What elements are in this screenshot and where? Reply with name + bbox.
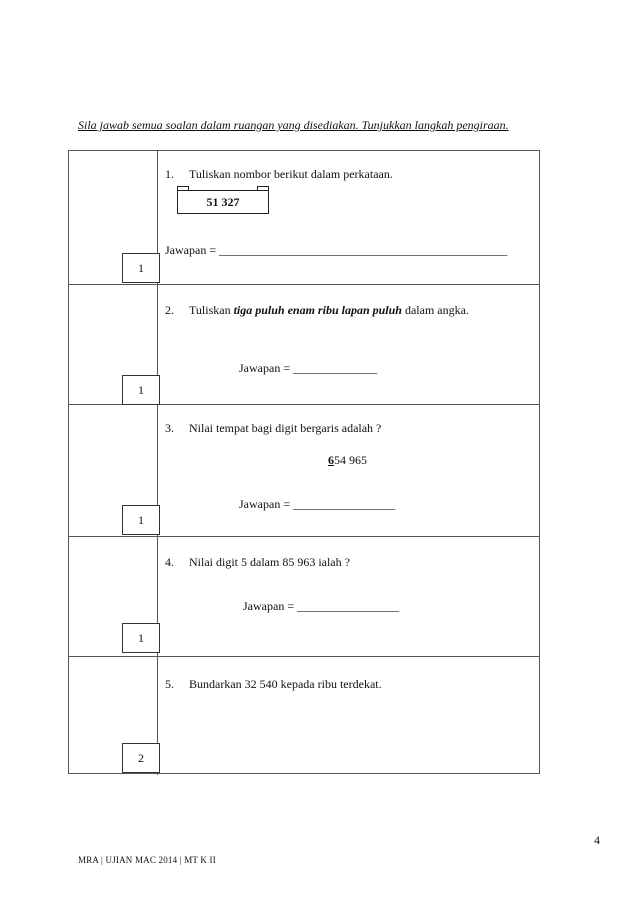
question-row-5: 2 5.Bundarkan 32 540 kepada ribu terdeka… [69,657,539,775]
marks-column: 1 [69,537,160,656]
question-1-number: 1. [165,167,174,181]
marks-box-1: 1 [122,253,160,283]
number-with-underlined-digit: 654 965 [328,453,367,467]
box-tab-left [177,186,189,192]
marks-box-2: 1 [122,375,160,405]
question-table: 1 1.Tuliskan nombor berikut dalam perkat… [68,150,540,775]
page-number: 4 [594,833,600,847]
footer: MRA | UJIAN MAC 2014 | MT K II [78,855,216,865]
emphasis-words: tiga puluh enam ribu lapan puluh [233,303,402,317]
question-2-number: 2. [165,303,174,317]
question-4-number: 4. [165,555,174,569]
question-row-1: 1 1.Tuliskan nombor berikut dalam perkat… [69,151,539,285]
question-row-3: 1 3.Nilai tempat bagi digit bergaris ada… [69,405,539,537]
question-4-text: 4.Nilai digit 5 dalam 85 963 ialah ? [165,555,350,569]
question-2-text: 2.Tuliskan tiga puluh enam ribu lapan pu… [165,303,469,317]
marks-column: 1 [69,285,160,405]
question-5-text: 5.Bundarkan 32 540 kepada ribu terdekat. [165,677,382,691]
question-3-number: 3. [165,421,174,435]
box-tab-right [257,186,269,192]
marks-box-4: 1 [122,623,160,653]
question-3-text: 3.Nilai tempat bagi digit bergaris adala… [165,421,382,435]
marks-box-5: 2 [122,743,160,773]
marks-column: 1 [69,151,160,284]
answer-line-4: Jawapan = _________________ [243,599,400,613]
question-row-4: 1 4.Nilai digit 5 dalam 85 963 ialah ? J… [69,537,539,657]
question-1-text: 1.Tuliskan nombor berikut dalam perkataa… [165,167,393,181]
marks-column: 2 [69,657,160,775]
answer-line-3: Jawapan = _________________ [239,497,396,511]
boxed-number: 51 327 [177,190,269,214]
marks-column: 1 [69,405,160,536]
marks-box-3: 1 [122,505,160,535]
underlined-digit: 6 [328,453,334,467]
answer-line-2: Jawapan = ______________ [239,361,378,375]
instructions: Sila jawab semua soalan dalam ruangan ya… [78,118,509,132]
question-5-number: 5. [165,677,174,691]
answer-line-1: Jawapan = ______________________________… [165,243,508,257]
question-row-2: 1 2.Tuliskan tiga puluh enam ribu lapan … [69,285,539,405]
